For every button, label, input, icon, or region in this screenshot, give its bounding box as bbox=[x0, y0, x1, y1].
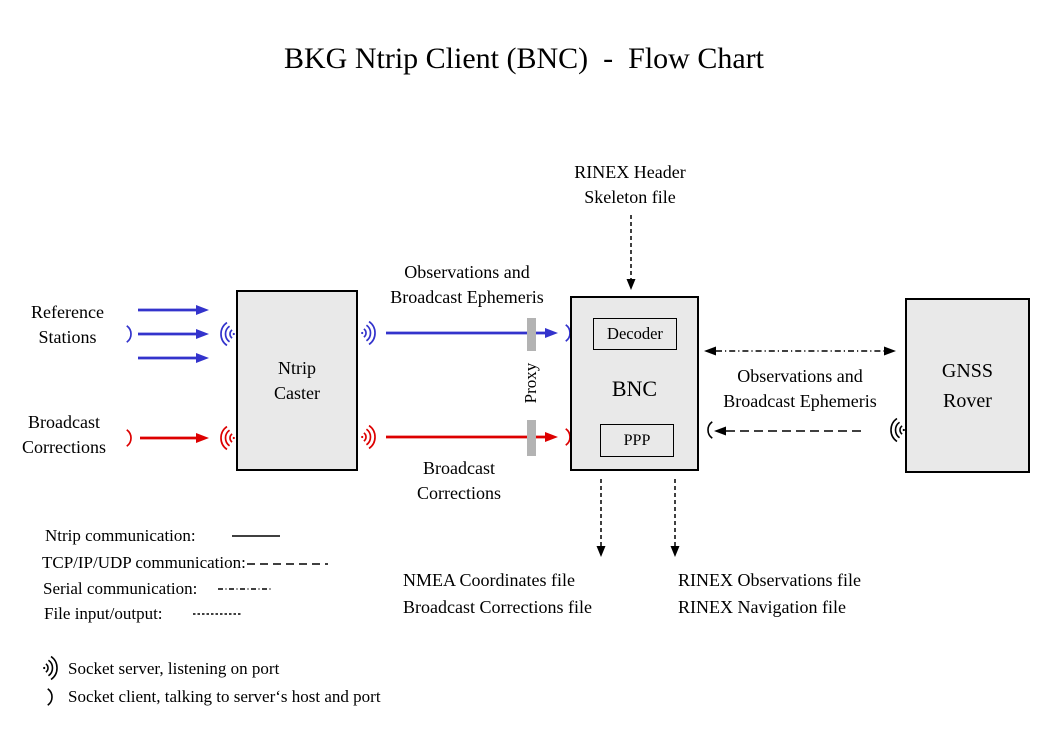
rinex-output-label: RINEX Observations file RINEX Navigation… bbox=[678, 570, 861, 617]
node-bnc: Decoder BNC PPP bbox=[570, 296, 699, 471]
page-title: BKG Ntrip Client (BNC) - Flow Chart bbox=[284, 42, 764, 75]
node-ntrip-caster: Ntrip Caster bbox=[236, 290, 358, 471]
socket-server-legend-label: Socket server, listening on port bbox=[68, 659, 280, 678]
reference-stations-label: Reference Stations bbox=[31, 302, 104, 347]
legend-socket-server-icon bbox=[43, 655, 58, 681]
rover-corrections-arrow bbox=[714, 426, 866, 436]
legend-label-file: File input/output: bbox=[44, 604, 163, 623]
legend-label-serial: Serial communication: bbox=[43, 579, 198, 598]
rinex-output-arrow bbox=[670, 479, 680, 557]
ref-socket-client-icon bbox=[126, 325, 132, 343]
rinex-header-skeleton-label: RINEX Header Skeleton file bbox=[574, 162, 686, 207]
caster-obs-out-socket-server-icon bbox=[361, 320, 376, 346]
observations-ephemeris-right-label: Observations and Broadcast Ephemeris bbox=[723, 366, 877, 411]
caster-obs-socket-server-icon bbox=[220, 321, 235, 347]
gnss-rover-label: GNSS Rover bbox=[941, 359, 994, 412]
proxy-bar-bottom bbox=[527, 420, 536, 456]
observations-ephemeris-left-label: Observations and Broadcast Ephemeris bbox=[390, 262, 544, 307]
broadcast-corrections-stream-label: Broadcast Corrections bbox=[417, 458, 501, 503]
proxy-bar-top bbox=[527, 318, 536, 351]
decoder-label: Decoder bbox=[607, 324, 663, 343]
legend-socket-client-icon bbox=[47, 688, 53, 706]
proxy-label: Proxy bbox=[521, 362, 540, 404]
bnc-serial-socket-client-icon bbox=[707, 421, 713, 439]
legend-label-ntrip: Ntrip communication: bbox=[45, 526, 196, 545]
ref-stations-arrows bbox=[138, 305, 209, 363]
bnc-label: BNC bbox=[611, 376, 658, 401]
legend-label-tcp: TCP/IP/UDP communication: bbox=[42, 553, 246, 572]
node-ppp: PPP bbox=[600, 424, 674, 457]
node-decoder: Decoder bbox=[593, 318, 677, 350]
nmea-output-label: NMEA Coordinates file Broadcast Correcti… bbox=[403, 570, 592, 617]
ppp-label: PPP bbox=[623, 431, 651, 449]
nmea-output-arrow bbox=[596, 479, 606, 557]
corrections-input-arrow bbox=[140, 433, 209, 443]
socket-client-legend-label: Socket client, talking to server‘s host … bbox=[68, 687, 381, 706]
ntrip-caster-label: Ntrip Caster bbox=[274, 357, 320, 403]
broadcast-corrections-input-label: Broadcast Corrections bbox=[22, 412, 106, 457]
skeleton-file-arrow bbox=[626, 215, 636, 290]
serial-link-arrow bbox=[704, 346, 896, 356]
caster-corr-out-socket-server-icon bbox=[361, 424, 376, 450]
corr-socket-client-icon bbox=[126, 429, 132, 447]
caster-corr-socket-server-icon bbox=[220, 425, 235, 451]
rover-socket-server-icon bbox=[890, 417, 905, 443]
node-gnss-rover: GNSS Rover bbox=[905, 298, 1030, 473]
